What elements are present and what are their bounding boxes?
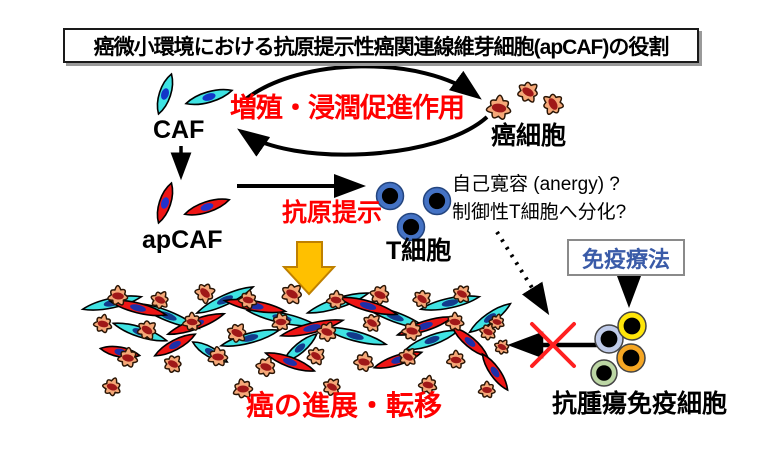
progression-arrow (281, 241, 337, 296)
apcaf-label: apCAF (142, 226, 223, 254)
cancer-cells-graphic (485, 81, 565, 120)
apcaf-cells-graphic (156, 181, 231, 225)
diagram-title: 癌微小環境における抗原提示性癌関連線維芽細胞(apCAF)の役割 (63, 28, 699, 63)
immunotherapy-label: 免疫療法 (581, 246, 670, 272)
anergy-question-line1: 自己寛容 (anergy) ? (452, 174, 620, 195)
t-cells-graphic (375, 181, 452, 242)
proliferation-cycle-arrows (237, 64, 489, 157)
cancer-cells-label: 癌細胞 (491, 122, 567, 150)
immune-cells-graphic (590, 311, 647, 387)
antitumor-immune-cells-label: 抗腫瘍免疫細胞 (552, 390, 728, 418)
differentiation-dotted-arrow (495, 230, 550, 316)
caf-label: CAF (153, 116, 205, 144)
proliferation-invasion-label: 増殖・浸潤促進作用 (230, 93, 465, 123)
t-cells-label: T細胞 (386, 237, 452, 265)
block-x-mark (530, 322, 576, 368)
immunotherapy-box: 免疫療法 (567, 239, 685, 276)
progression-metastasis-label: 癌の進展・転移 (246, 390, 443, 421)
tumor-mass-graphic (80, 283, 513, 399)
caf-cells-graphic (156, 72, 234, 116)
anergy-question-line2: 制御性T細胞へ分化? (452, 202, 627, 223)
antigen-presentation-label: 抗原提示 (282, 199, 383, 227)
